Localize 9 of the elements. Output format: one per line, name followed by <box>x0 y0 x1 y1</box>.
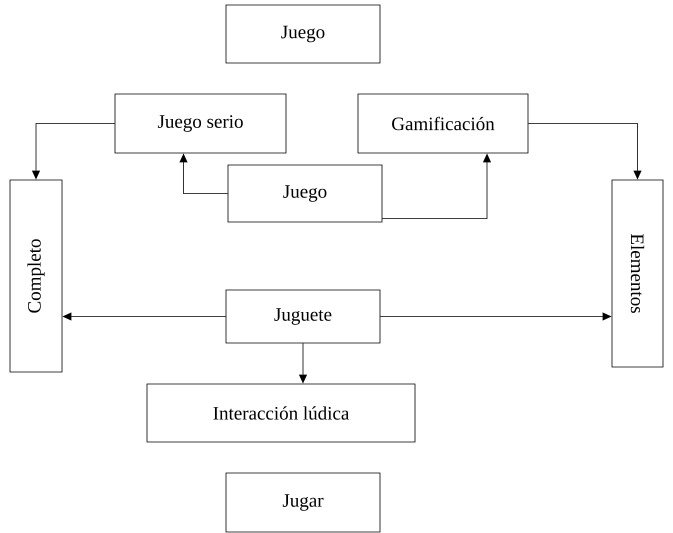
process-box: Juguete <box>226 290 380 344</box>
process-box: Gamificación <box>358 94 528 154</box>
process-box: Juego <box>226 4 380 64</box>
process-box: Jugar <box>226 472 380 532</box>
process-box: Elementos <box>612 180 664 368</box>
process-box: Completo <box>10 180 62 372</box>
process-box: Interacción lúdica <box>146 384 416 442</box>
process-box: Juego serio <box>114 94 286 154</box>
process-box: Juego <box>228 164 382 222</box>
